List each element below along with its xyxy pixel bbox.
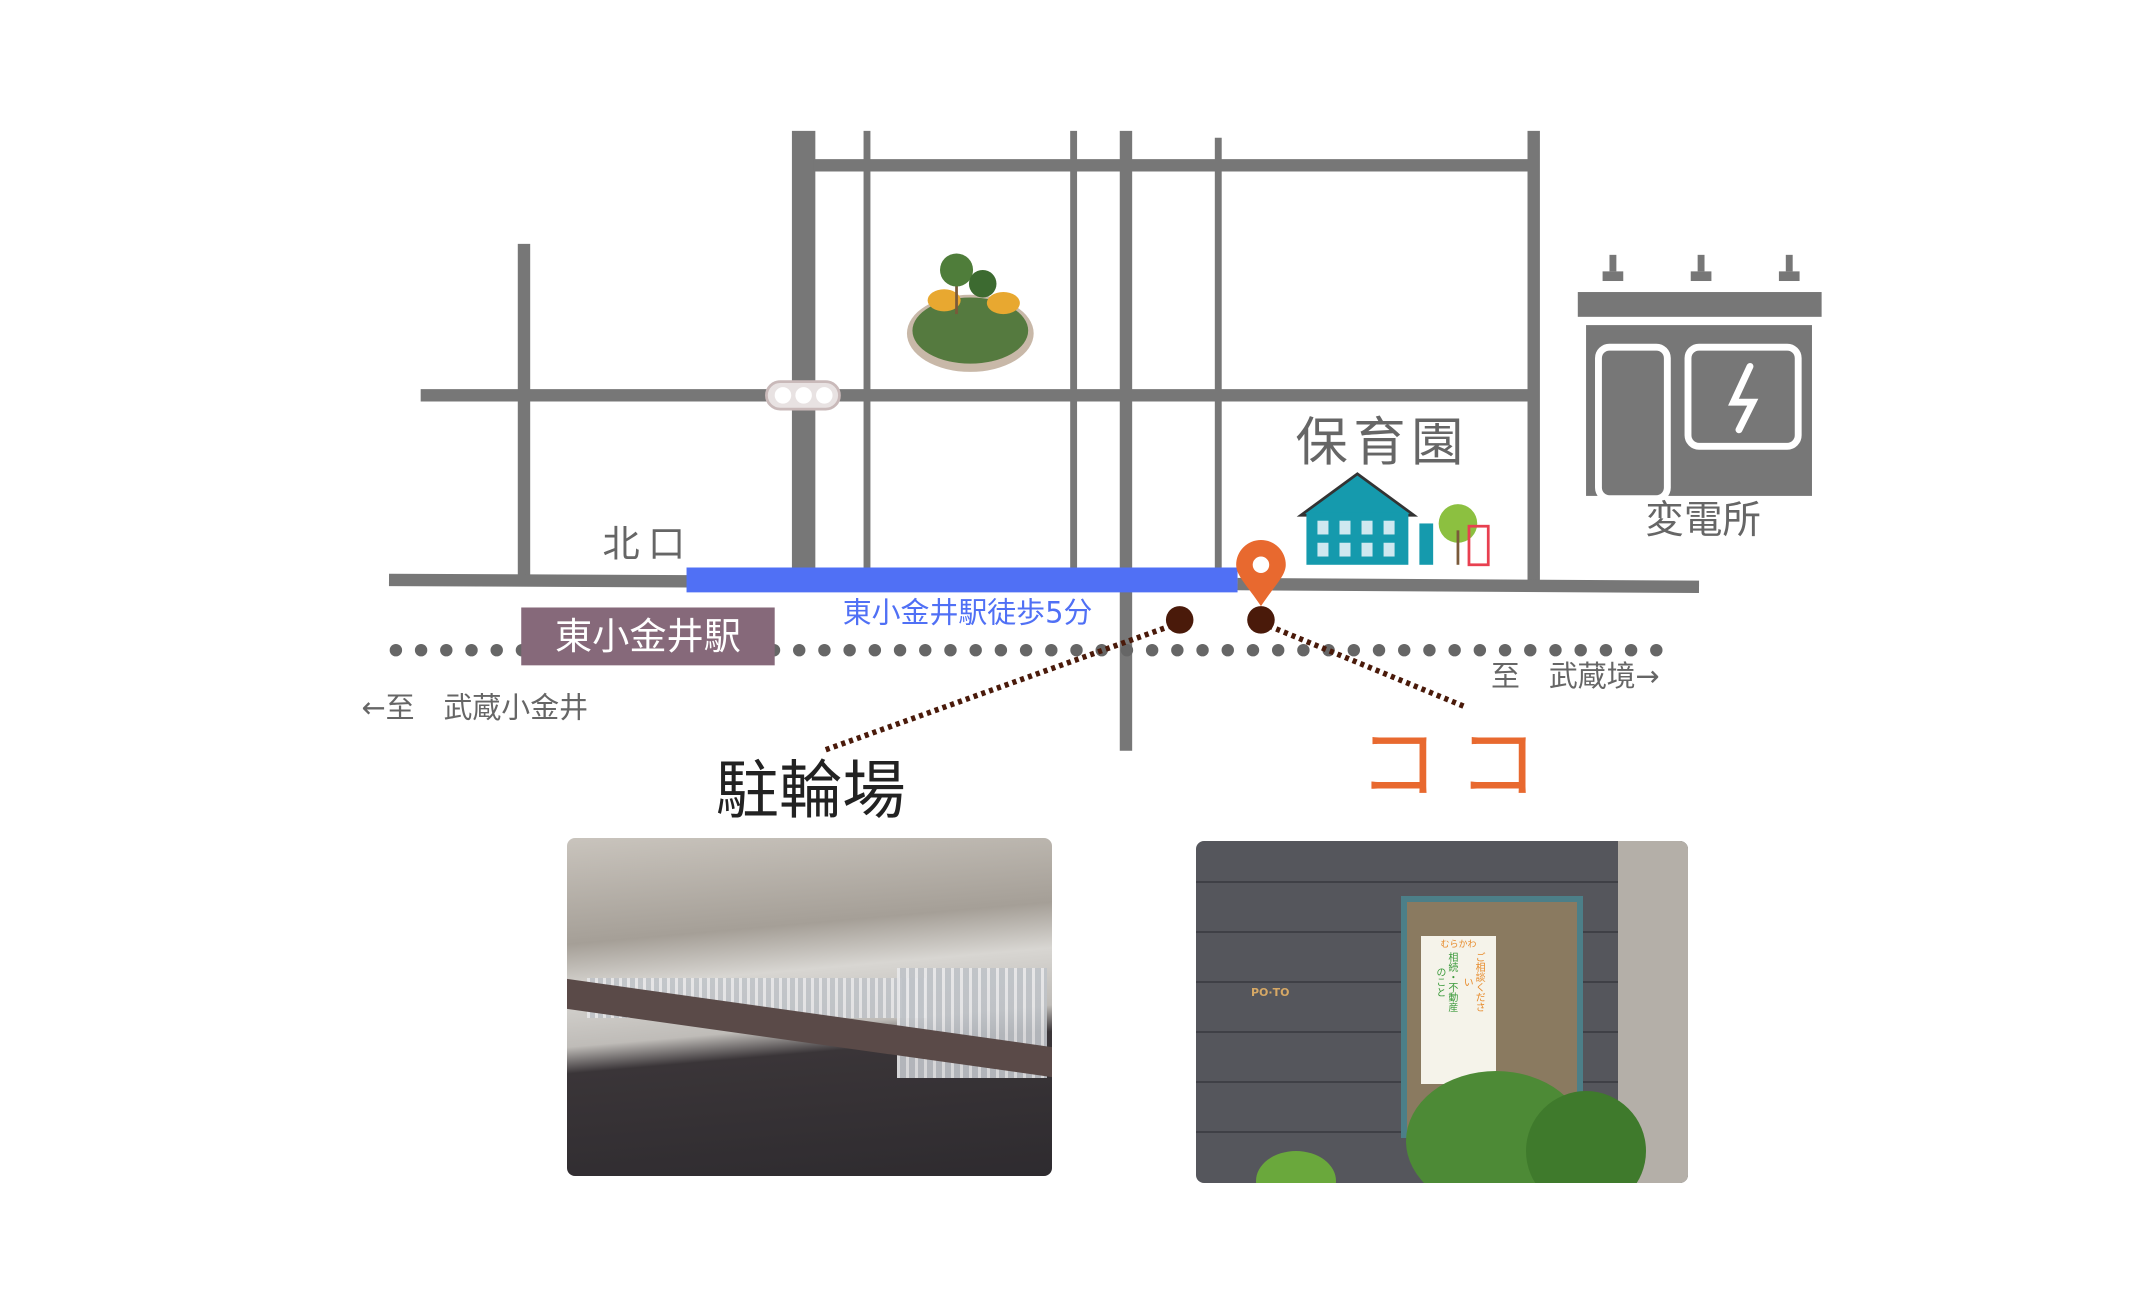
rail-dot (818, 643, 831, 657)
rail-dot (490, 643, 503, 657)
here-leader (1259, 620, 1466, 710)
bicycle-parking-photo (567, 838, 1052, 1176)
rail-dot (1246, 643, 1260, 657)
rail-dot (1650, 643, 1663, 657)
rail-dot (1372, 643, 1386, 657)
rail-dot (1574, 643, 1587, 657)
rail-dot (944, 643, 957, 657)
rail-dot (440, 643, 453, 657)
office-exterior-photo: PO·TO むらかわ 相続・不動産のこと ご相談ください (1196, 841, 1688, 1183)
direction-west: ←至 武蔵小金井 (361, 691, 588, 725)
traffic-light-icon (765, 380, 841, 411)
rail-dot (893, 643, 907, 657)
rail-dot (1624, 643, 1638, 657)
rail-dot (843, 643, 856, 657)
rail-dot (868, 643, 882, 657)
rail-dot (1145, 643, 1159, 657)
roads (388, 130, 1700, 751)
office-banner: むらかわ 相続・不動産のこと ご相談ください (1421, 936, 1496, 1084)
park-icon (906, 253, 1034, 372)
rail-dot (793, 643, 806, 657)
rail-dot (465, 643, 478, 657)
rail-dot (1120, 643, 1134, 657)
bicycle-parking-leader (821, 620, 1181, 754)
banner-line1: 相続・不動産のこと (1433, 951, 1457, 1012)
rail-dot (1196, 643, 1209, 657)
station-name: 東小金井駅 (555, 614, 741, 658)
substation-icon (1577, 254, 1822, 503)
walk-time-label: 東小金井駅徒歩5分 (843, 596, 1093, 630)
north-exit-label: 北口 (603, 522, 694, 566)
rail-dot (1524, 643, 1537, 657)
rail-dot (1498, 643, 1512, 657)
rail-dot (1271, 643, 1285, 657)
rail-dot (1473, 643, 1487, 657)
here-marker (1247, 606, 1275, 634)
here-label: ココ (1359, 718, 1557, 811)
nursery-label: 保育園 (1295, 412, 1469, 473)
rail-dot (1297, 643, 1310, 657)
rail-dot (1221, 643, 1234, 657)
rail-dot (1599, 643, 1613, 657)
rail-dot (969, 643, 982, 657)
rail-dot (389, 643, 403, 657)
location-pin-icon (1236, 539, 1286, 607)
rail-dot (1347, 643, 1361, 657)
direction-east: 至 武蔵境→ (1491, 659, 1660, 693)
rail-dot (1070, 643, 1083, 657)
banner-title: むらかわ (1440, 940, 1477, 950)
rail-dot (1423, 643, 1436, 657)
rail-dot (919, 643, 932, 657)
rail-dot (1448, 643, 1461, 657)
substation-label: 変電所 (1645, 498, 1761, 543)
office-logo: PO·TO (1251, 986, 1290, 999)
rail-dot (994, 643, 1008, 657)
bicycle-parking-label: 駐輪場 (715, 754, 905, 828)
rail-dot (414, 643, 428, 657)
nursery-building-icon (1296, 472, 1490, 567)
rail-dot (1549, 643, 1562, 657)
rail-dot (1171, 643, 1184, 657)
rail-dot (1398, 643, 1411, 657)
rail-dot (1045, 643, 1058, 657)
rail-dot (1019, 643, 1033, 657)
banner-line2: ご相談ください (1461, 951, 1485, 1012)
station-label: 東小金井駅 (521, 607, 775, 666)
bicycle-parking-marker (1165, 606, 1194, 634)
